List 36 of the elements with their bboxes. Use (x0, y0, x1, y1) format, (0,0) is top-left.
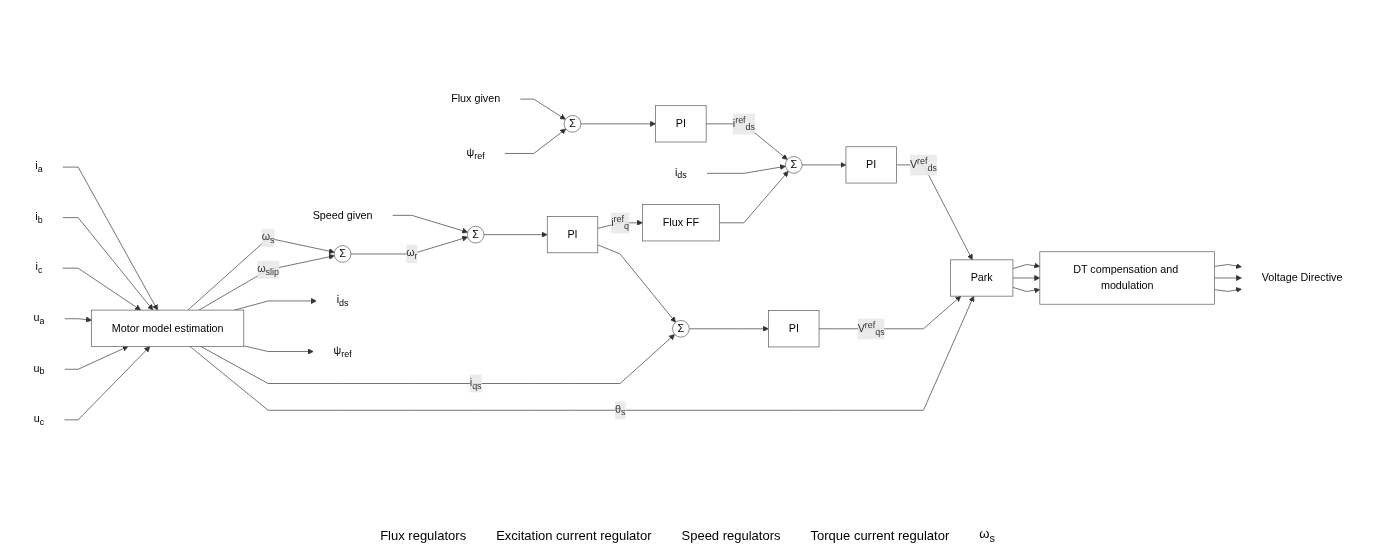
signal-label: Excitation current regulator (496, 527, 652, 543)
edge-label: ω$_{slip}$ (256, 262, 279, 277)
node-text: ψ$_{ref}$ (466, 146, 485, 161)
node-text: Voltage Directive (1261, 271, 1342, 284)
node-text: Flux given (450, 93, 500, 105)
signal-label: Torque current regulator (810, 527, 950, 543)
node-text: u$_{a}$ (33, 311, 45, 326)
node-text: u$_{c}$ (33, 412, 44, 427)
node-text: Speed given (312, 209, 373, 221)
edge-label: i$_{qs}$ (469, 376, 482, 391)
node-circle: Σ (563, 115, 581, 133)
node-box: Flux FF (641, 204, 720, 242)
node-circle: Σ (333, 245, 351, 263)
node-box: Motor model estimation (90, 309, 244, 347)
node-circle: Σ (466, 225, 484, 244)
node-box: DT compensation and modulation (1039, 251, 1215, 305)
node-text: i$_{b}$ (34, 210, 43, 225)
node-text: i$_{a}$ (34, 159, 43, 175)
node-text: u$_{b}$ (33, 362, 45, 377)
edge-label: ω$_{r}$ (405, 246, 418, 262)
edge-label: ω$_{s}$ (261, 231, 275, 246)
node-circle: Σ (671, 320, 690, 338)
signal-label: Flux regulators (380, 527, 467, 543)
signal-label: Speed regulators (681, 527, 781, 543)
node-box: PI (767, 310, 819, 348)
node-box: Park (949, 259, 1013, 297)
node-box: PI (546, 216, 598, 254)
node-text: ψ$_{ref}$ (333, 344, 352, 359)
edge-label: θ$_{s}$ (614, 403, 625, 418)
node-box: PI (654, 105, 706, 143)
signal-label: ω$_{s}$ (979, 526, 995, 544)
node-text: i$_{c}$ (35, 261, 42, 276)
node-circle: Σ (784, 156, 802, 174)
node-text: i$_{ds}$ (336, 293, 349, 309)
node-box: PI (845, 146, 897, 184)
node-text: i$_{ds}$ (674, 166, 687, 181)
